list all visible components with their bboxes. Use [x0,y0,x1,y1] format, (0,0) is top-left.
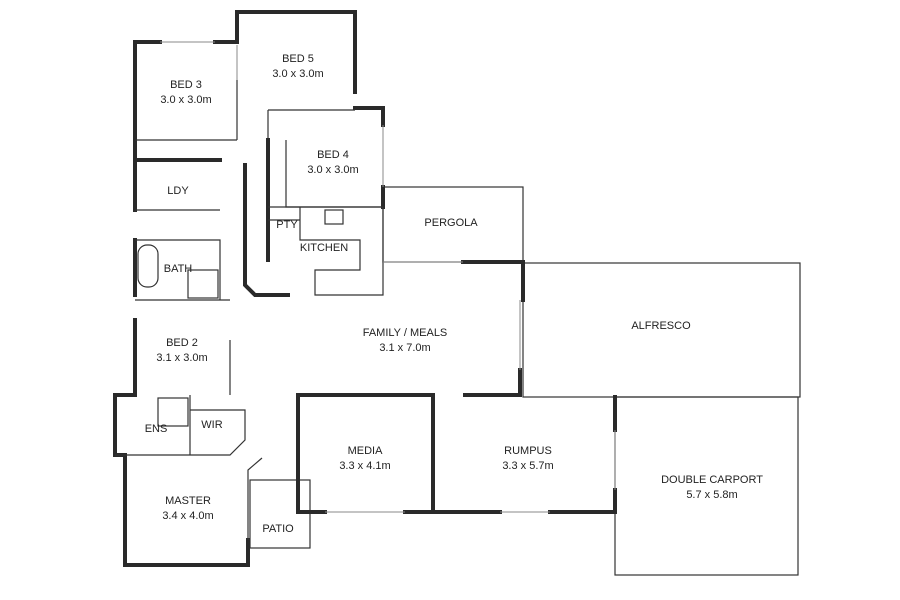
room-ens-name: ENS [145,423,168,435]
room-family-name: FAMILY / MEALS [363,327,448,339]
room-alfresco-name: ALFRESCO [631,320,691,332]
room-patio-name: PATIO [262,523,294,535]
room-bath-name: BATH [164,263,193,275]
bath-tub [137,244,159,288]
room-rumpus-size: 3.3 x 5.7m [502,460,553,472]
bath-shower [187,269,219,299]
room-carport-size: 5.7 x 5.8m [686,489,737,501]
wall-left [113,158,250,567]
room-master-name: MASTER [165,495,211,507]
shower [157,397,189,427]
interior-walls-left [115,209,263,540]
cooktop [324,209,344,225]
room-bed5-size: 3.0 x 3.0m [272,68,323,80]
wall-hall [243,138,290,297]
room-bed4-name: BED 4 [317,149,349,161]
room-bed3-name: BED 3 [170,79,202,91]
room-bed2-size: 3.1 x 3.0m [156,352,207,364]
room-master-size: 3.4 x 4.0m [162,510,213,522]
room-wir-name: WIR [201,419,222,431]
room-bed3-size: 3.0 x 3.0m [160,94,211,106]
room-bed2-name: BED 2 [166,337,198,349]
wall-top [133,10,385,209]
room-rumpus-name: RUMPUS [504,445,552,457]
room-kitchen-name: KITCHEN [300,242,348,254]
room-media-size: 3.3 x 4.1m [339,460,390,472]
labels: BED 5 3.0 x 3.0m BED 3 3.0 x 3.0m BED 4 … [145,53,764,535]
kitchen-bench [268,206,384,296]
windows-top [160,41,384,187]
room-carport-name: DOUBLE CARPORT [661,474,763,486]
room-media-name: MEDIA [348,445,384,457]
room-bed4-size: 3.0 x 3.0m [307,164,358,176]
room-bed5-name: BED 5 [282,53,314,65]
interior-walls-bed [135,80,383,208]
room-pergola-name: PERGOLA [424,217,478,229]
room-ldy-name: LDY [167,185,189,197]
walls [113,10,801,576]
carport-outline [614,396,799,576]
room-pty-name: PTY [276,219,298,231]
wall-family [296,260,617,514]
windows-family [325,261,616,513]
room-family-size: 3.1 x 7.0m [379,342,430,354]
